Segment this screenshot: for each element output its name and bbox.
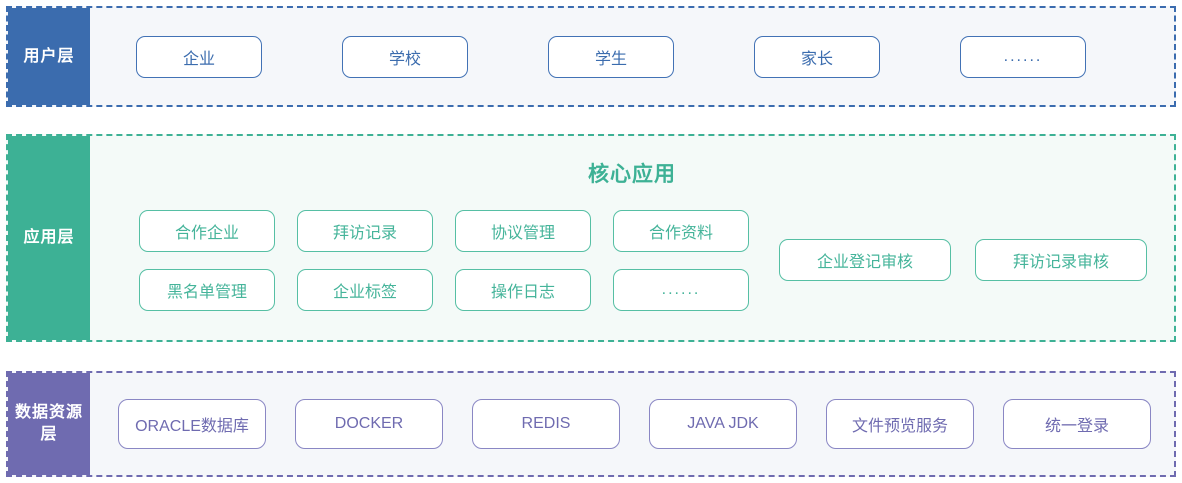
- app-item-partner-materials[interactable]: 合作资料: [613, 210, 749, 252]
- user-item-school[interactable]: 学校: [342, 35, 468, 78]
- core-application-row-2: 黑名单管理 企业标签 操作日志 ......: [139, 269, 749, 311]
- application-layer-band: 应用层 核心应用 合作企业 拜访记录 协议管理 合作资料 黑名单管理 企业标签 …: [6, 134, 1176, 342]
- app-item-blacklist-management[interactable]: 黑名单管理: [139, 269, 275, 311]
- data-item-docker[interactable]: DOCKER: [295, 399, 443, 449]
- user-item-more[interactable]: ......: [960, 35, 1086, 78]
- core-application-row-1: 合作企业 拜访记录 协议管理 合作资料: [139, 210, 749, 252]
- user-item-student[interactable]: 学生: [548, 35, 674, 78]
- core-application-title: 核心应用: [588, 163, 676, 186]
- audit-item-visit-record-review[interactable]: 拜访记录审核: [975, 239, 1147, 281]
- user-layer-items: 企业 学校 学生 家长 ......: [90, 8, 1174, 105]
- data-resource-layer-items: ORACLE数据库 DOCKER REDIS JAVA JDK 文件预览服务 统…: [90, 373, 1174, 475]
- user-layer-label: 用户层: [8, 8, 90, 105]
- user-item-parent[interactable]: 家长: [754, 35, 880, 78]
- data-item-oracle-database[interactable]: ORACLE数据库: [118, 399, 266, 449]
- data-item-unified-login[interactable]: 统一登录: [1003, 399, 1151, 449]
- data-item-java-jdk[interactable]: JAVA JDK: [649, 399, 797, 449]
- data-resource-layer-band: 数据资源层 ORACLE数据库 DOCKER REDIS JAVA JDK 文件…: [6, 371, 1176, 477]
- data-item-file-preview-service[interactable]: 文件预览服务: [826, 399, 974, 449]
- app-item-visit-record[interactable]: 拜访记录: [297, 210, 433, 252]
- user-layer-band: 用户层 企业 学校 学生 家长 ......: [6, 6, 1176, 107]
- application-layer-label: 应用层: [8, 136, 90, 340]
- app-item-partner-enterprise[interactable]: 合作企业: [139, 210, 275, 252]
- app-item-operation-log[interactable]: 操作日志: [455, 269, 591, 311]
- audit-group: 企业登记审核 拜访记录审核: [779, 239, 1147, 281]
- application-layer-body: 核心应用 合作企业 拜访记录 协议管理 合作资料 黑名单管理 企业标签 操作日志…: [90, 136, 1174, 340]
- user-item-enterprise[interactable]: 企业: [136, 35, 262, 78]
- data-resource-layer-label: 数据资源层: [8, 373, 90, 475]
- audit-item-enterprise-registration-review[interactable]: 企业登记审核: [779, 239, 951, 281]
- data-item-redis[interactable]: REDIS: [472, 399, 620, 449]
- app-item-enterprise-tag[interactable]: 企业标签: [297, 269, 433, 311]
- app-item-agreement-management[interactable]: 协议管理: [455, 210, 591, 252]
- core-application-grid: 合作企业 拜访记录 协议管理 合作资料 黑名单管理 企业标签 操作日志 ....…: [139, 210, 749, 311]
- app-item-more[interactable]: ......: [613, 269, 749, 311]
